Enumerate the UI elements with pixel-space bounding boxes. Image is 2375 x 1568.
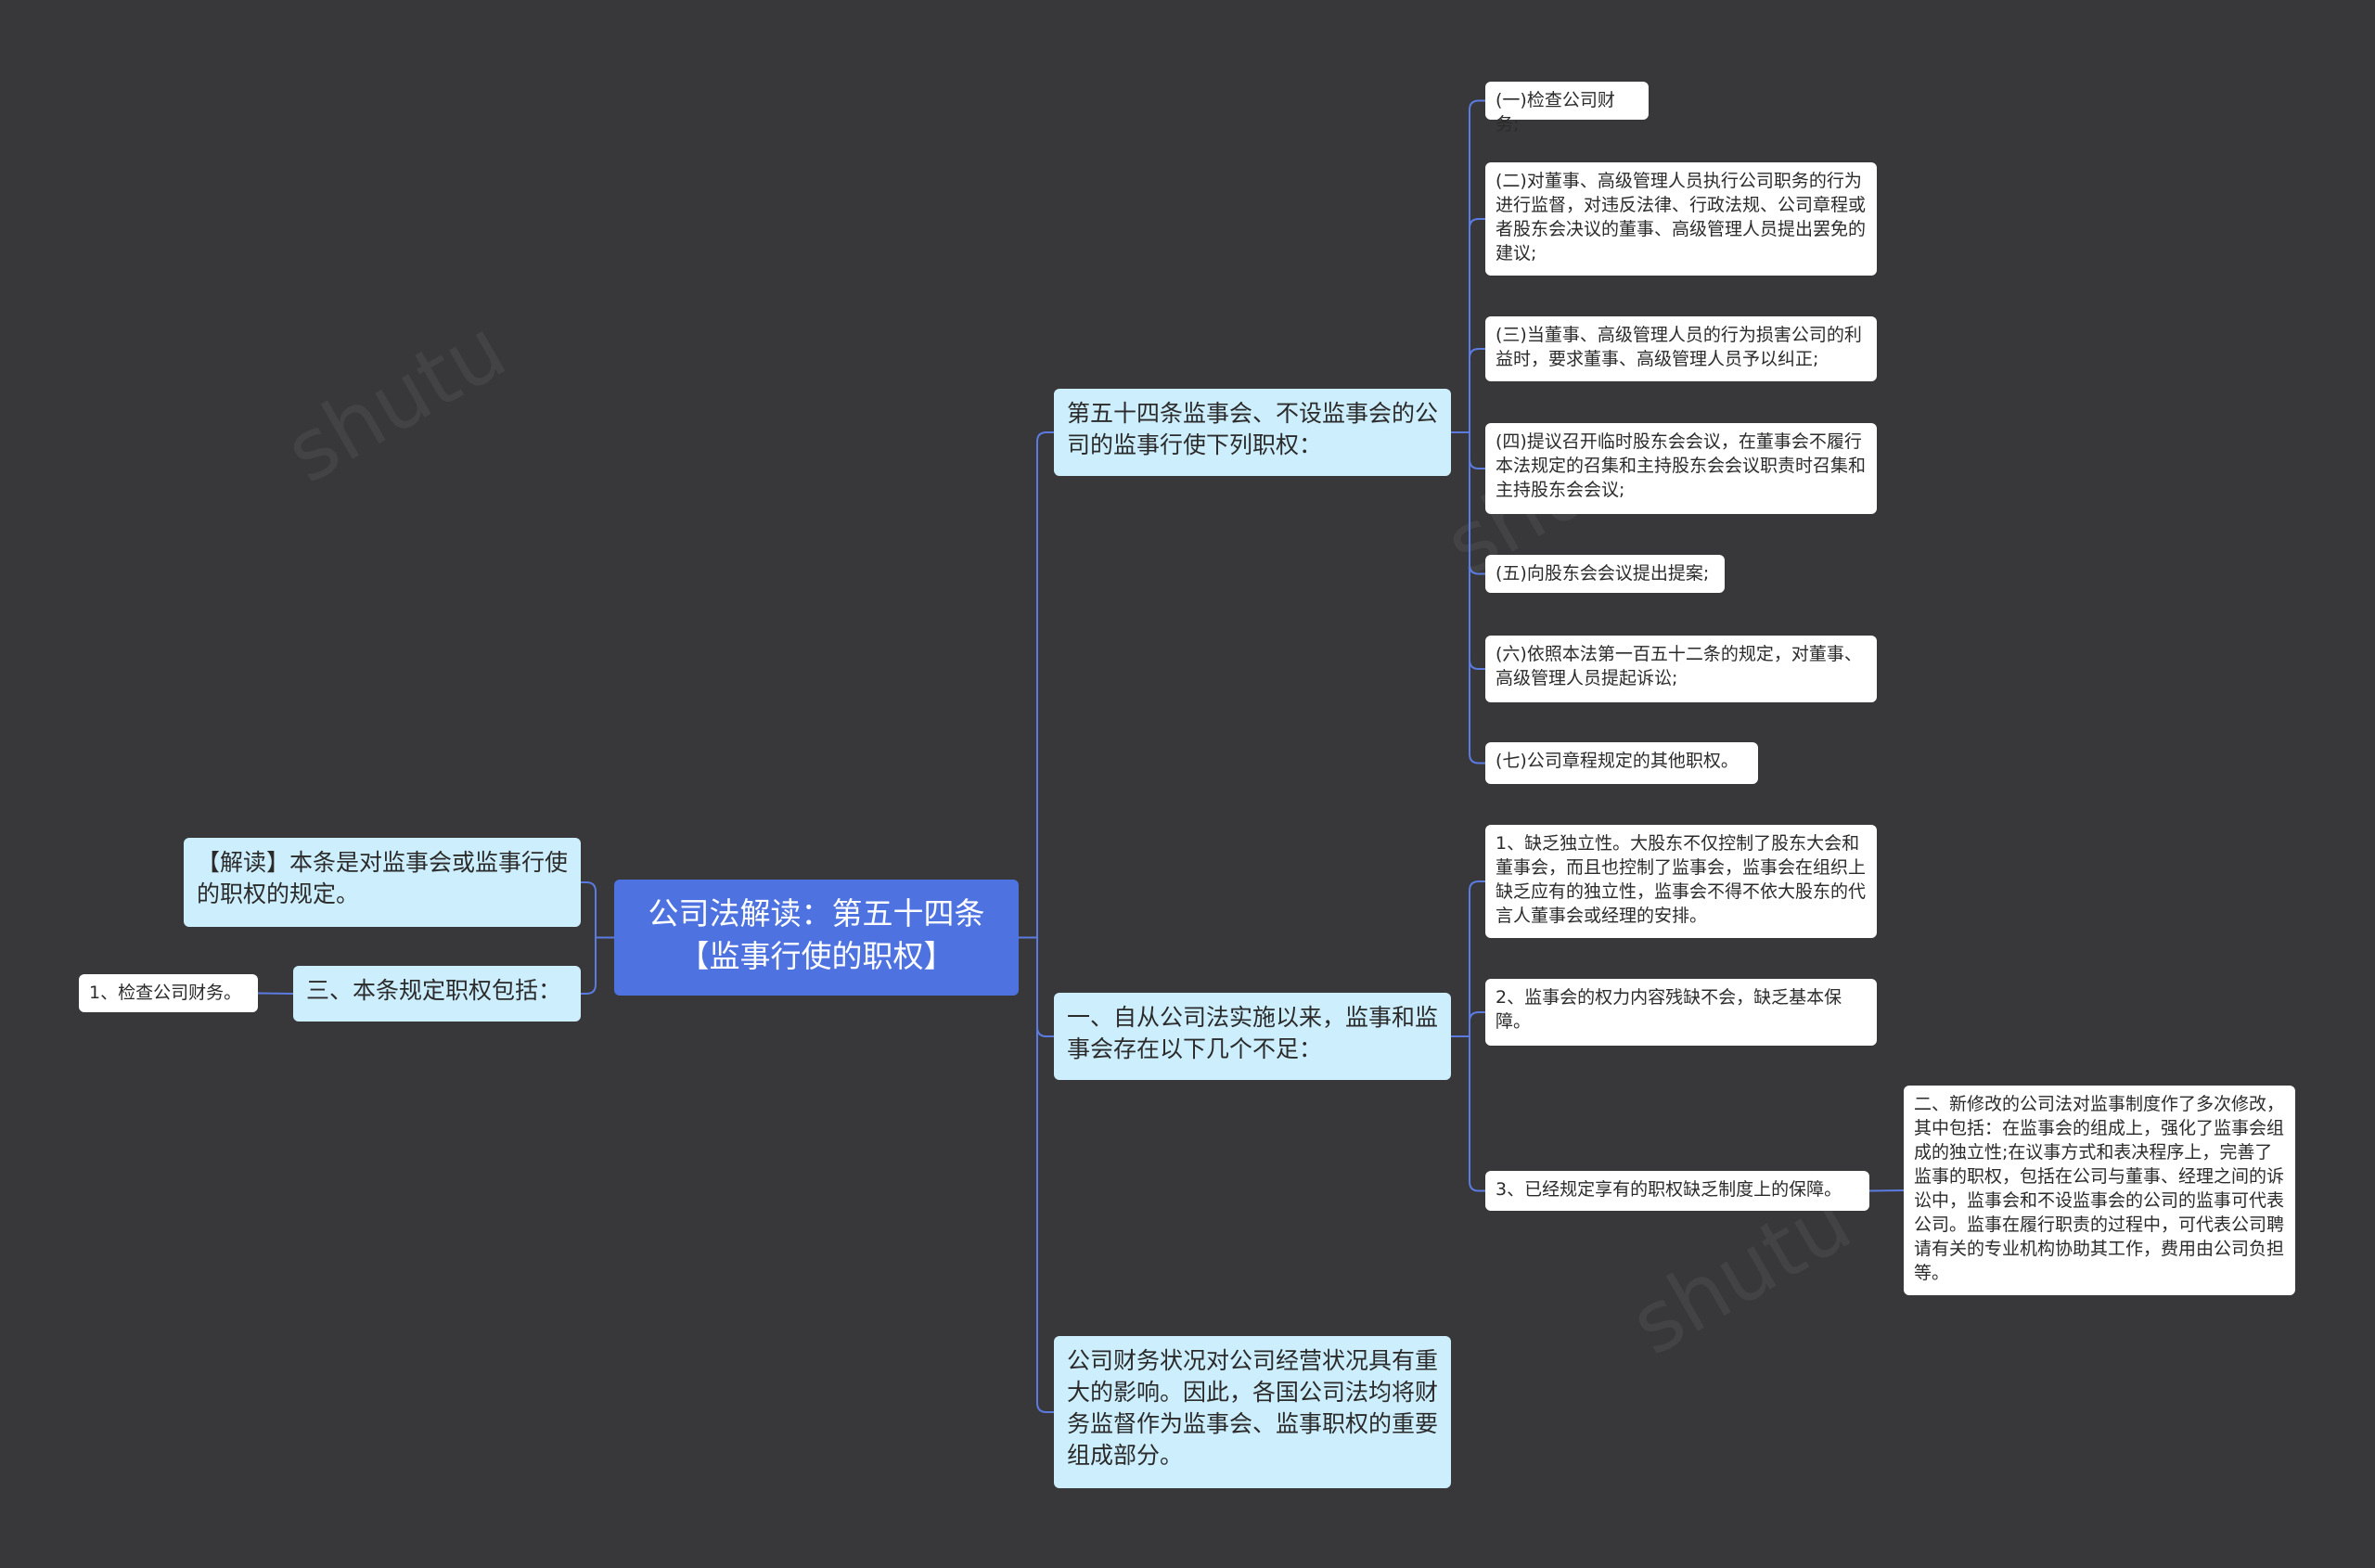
connector-line xyxy=(1451,1035,1485,1192)
connector-line xyxy=(1451,99,1485,433)
connector-line xyxy=(1451,431,1485,575)
leaf-shortcoming-2[interactable]: 2、监事会的权力内容残缺不会，缺乏基本保障。 xyxy=(1485,979,1877,1046)
connector-line xyxy=(581,881,614,939)
connector-line xyxy=(1451,880,1485,1037)
leaf-power-5[interactable]: (五)向股东会会议提出提案; xyxy=(1485,555,1725,593)
leaf-power-2[interactable]: (二)对董事、高级管理人员执行公司职务的行为进行监督，对违反法律、行政法规、公司… xyxy=(1485,162,1877,276)
connector-line xyxy=(1451,218,1485,433)
leaf-shortcoming-1[interactable]: 1、缺乏独立性。大股东不仅控制了股东大会和董事会，而且也控制了监事会，监事会在组… xyxy=(1485,825,1877,938)
leaf-power-4[interactable]: (四)提议召开临时股东会会议，在董事会不履行本法规定的召集和主持股东会会议职责时… xyxy=(1485,423,1877,514)
leaf-power-1[interactable]: (一)检查公司财务; xyxy=(1485,82,1649,135)
leaf-shortcoming-3[interactable]: 3、已经规定享有的职权缺乏制度上的保障。 xyxy=(1485,1171,1869,1211)
connector-line xyxy=(1019,431,1054,939)
connector-line xyxy=(1868,1189,1905,1192)
topic-finance-supervision[interactable]: 公司财务状况对公司经营状况具有重大的影响。因此，各国公司法均将财务监督作为监事会… xyxy=(1054,1336,1451,1488)
connector-line xyxy=(1451,431,1485,765)
leaf-power-6[interactable]: (六)依照本法第一百五十二条的规定，对董事、高级管理人员提起诉讼; xyxy=(1485,636,1877,702)
connector-line xyxy=(1019,936,1054,1413)
connector-line xyxy=(581,936,614,995)
left-leaf-check-finance[interactable]: 1、检查公司财务。 xyxy=(79,974,258,1012)
topic-article-54[interactable]: 第五十四条监事会、不设监事会的公司的监事行使下列职权： xyxy=(1054,389,1451,476)
leaf-revision-summary[interactable]: 二、新修改的公司法对监事制度作了多次修改，其中包括：在监事会的组成上，强化了监事… xyxy=(1904,1086,2295,1295)
left-topic-powers-include[interactable]: 三、本条规定职权包括： xyxy=(293,966,581,1022)
connector-line xyxy=(1451,348,1485,433)
leaf-power-7[interactable]: (七)公司章程规定的其他职权。 xyxy=(1485,742,1758,784)
connector-line xyxy=(1451,1011,1485,1037)
connector-line xyxy=(257,992,294,995)
leaf-power-3[interactable]: (三)当董事、高级管理人员的行为损害公司的利益时，要求董事、高级管理人员予以纠正… xyxy=(1485,316,1877,381)
topic-shortcomings[interactable]: 一、自从公司法实施以来，监事和监事会存在以下几个不足： xyxy=(1054,993,1451,1080)
root-topic[interactable]: 公司法解读：第五十四条 【监事行使的职权】 xyxy=(614,880,1019,996)
connector-line xyxy=(1451,431,1485,469)
left-topic-interpretation[interactable]: 【解读】本条是对监事会或监事行使的职权的规定。 xyxy=(184,838,581,927)
